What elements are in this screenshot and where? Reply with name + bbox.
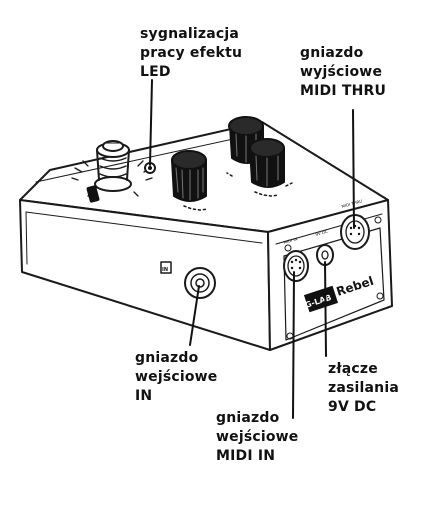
input-jack xyxy=(160,261,216,299)
knob-bottom-right xyxy=(249,138,285,188)
pedal-enclosure xyxy=(19,121,393,351)
label-led: sygnalizacja pracy efektu LED xyxy=(140,26,243,80)
midi-thru-socket xyxy=(340,214,370,250)
led-leader-line xyxy=(149,79,153,166)
power-small-label: 9V DC xyxy=(315,229,329,237)
midi-thru-small-label: MIDI THRU xyxy=(341,198,363,209)
label-power: złącze zasilania 9V DC xyxy=(328,361,399,415)
midi-in-leader-line xyxy=(292,271,295,419)
midi-in-socket xyxy=(283,250,309,282)
input-jack-marker: IN xyxy=(162,267,168,273)
label-midi-in: gniazdo wejściowe MIDI IN xyxy=(216,410,299,464)
label-input: gniazdo wejściowe IN xyxy=(135,350,218,404)
brand-logo xyxy=(303,285,339,313)
input-leader-line xyxy=(189,285,200,346)
power-leader-line xyxy=(324,261,327,357)
footswitch xyxy=(71,140,153,203)
midi-thru-leader-line xyxy=(352,109,355,229)
label-midi-thru: gniazdo wyjściowe MIDI THRU xyxy=(300,45,387,99)
knob-left xyxy=(171,150,207,202)
midi-in-small-label: MIDI IN xyxy=(283,236,298,245)
